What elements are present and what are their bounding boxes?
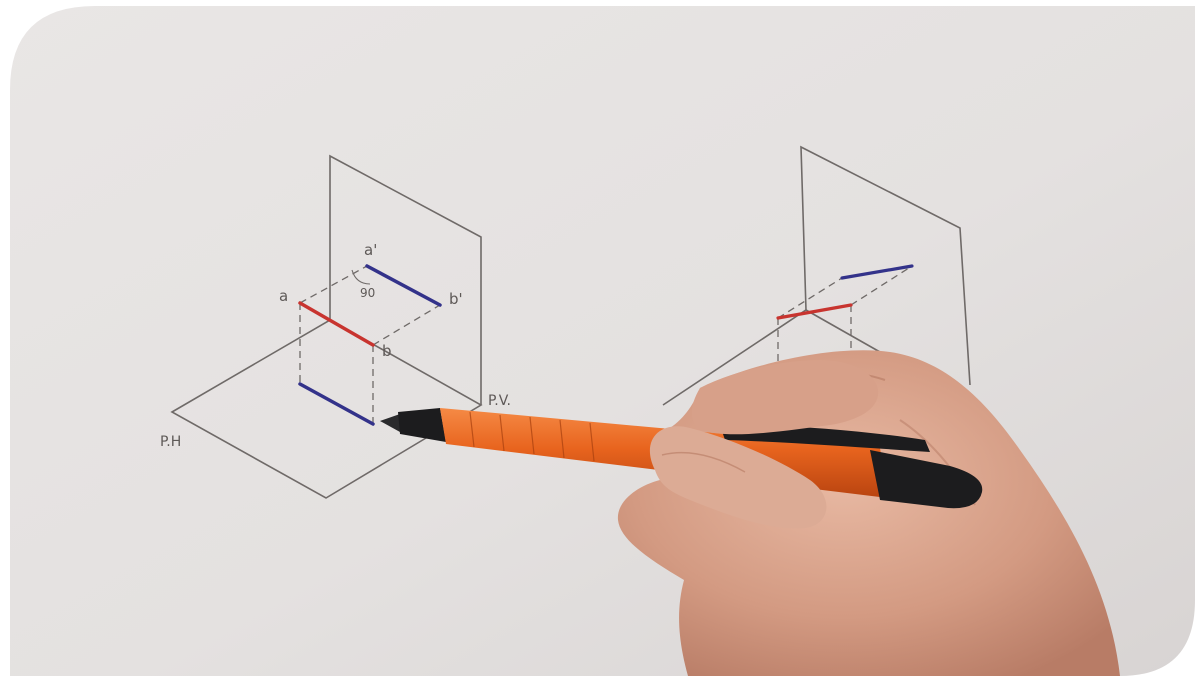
label-a-prime: a' xyxy=(364,241,377,259)
label-angle: 90 xyxy=(360,286,375,300)
vertical-plane-outline xyxy=(329,154,482,405)
projection-lines xyxy=(299,265,441,424)
segment-red-right xyxy=(776,303,853,320)
right-angle-arc xyxy=(351,269,371,285)
label-b-prime: b' xyxy=(449,290,463,308)
horizontal-plane-outline xyxy=(170,319,483,499)
segment-ab-red xyxy=(298,301,375,347)
thumb xyxy=(649,426,827,529)
right-diagram xyxy=(662,145,971,406)
left-diagram xyxy=(170,154,483,499)
label-pv: P.V. xyxy=(488,393,511,409)
vertical-plane-outline-right xyxy=(800,145,971,386)
horizontal-plane-outline-right xyxy=(662,309,881,406)
label-a: a xyxy=(279,287,288,305)
label-ph: P.H xyxy=(160,434,181,450)
label-b: b xyxy=(382,342,392,360)
segment-blue-right xyxy=(840,264,914,280)
segment-horizontal-projection-blue xyxy=(298,382,375,426)
index-finger xyxy=(691,360,879,435)
segment-a-b-prime-blue xyxy=(365,264,442,307)
